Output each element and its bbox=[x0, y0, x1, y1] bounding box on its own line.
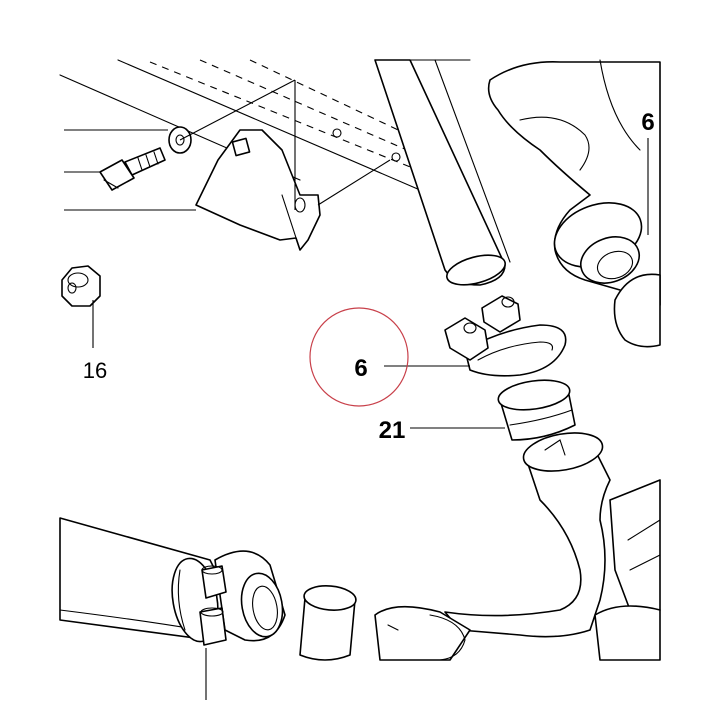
callout-21: 21 bbox=[379, 417, 406, 444]
highlight-circle bbox=[309, 307, 409, 407]
bottom-pipe-segment bbox=[374, 605, 471, 661]
callout-16: 16 bbox=[83, 358, 107, 383]
bottom-clamp bbox=[199, 550, 286, 646]
mounting-bracket bbox=[195, 129, 321, 251]
tail-pipe-vertical bbox=[374, 59, 511, 286]
nut-16 bbox=[61, 265, 101, 307]
callout-6-mid: 6 bbox=[354, 355, 367, 382]
bottom-sleeve bbox=[299, 585, 357, 661]
leader-lines bbox=[64, 79, 649, 700]
pipe-clamp-6 bbox=[444, 295, 567, 377]
front-y-pipe bbox=[444, 432, 661, 661]
muffler-top-right bbox=[487, 59, 661, 348]
bolt bbox=[99, 147, 166, 191]
callout-6-top: 6 bbox=[641, 109, 654, 136]
sleeve-21 bbox=[497, 379, 576, 441]
